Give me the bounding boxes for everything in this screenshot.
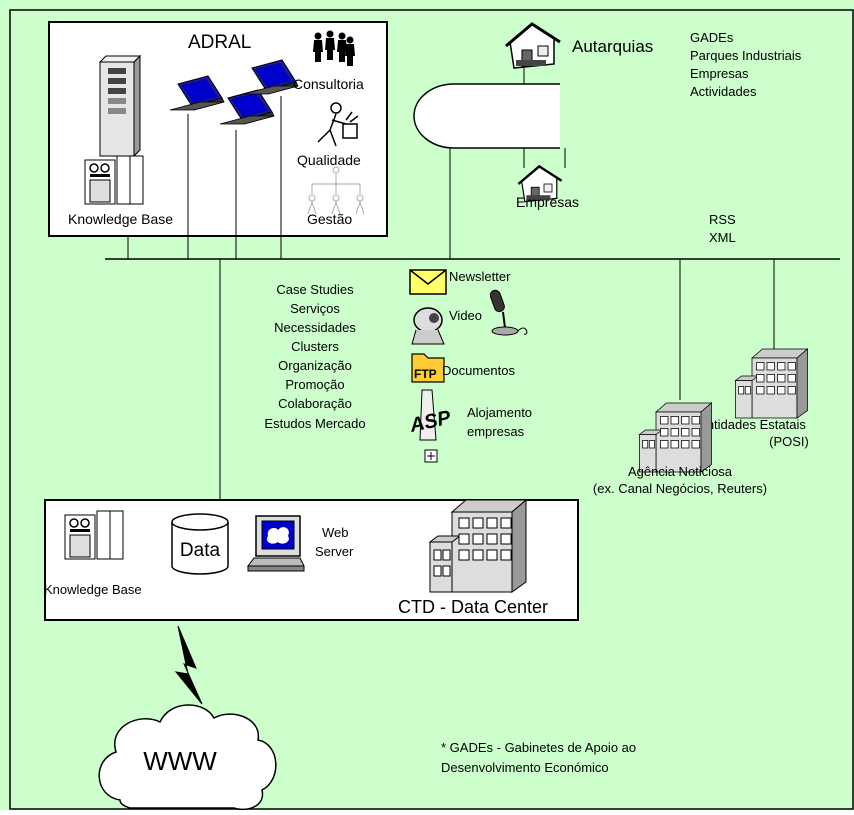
- agencia-label: Agência Noticiosa: [628, 464, 733, 479]
- gades-item: Parques Industriais: [690, 48, 802, 63]
- gades-item: Empresas: [690, 66, 749, 81]
- adral-knowledge-base-label: Knowledge Base: [68, 211, 173, 227]
- alojamento-label: empresas: [467, 424, 525, 439]
- datacenter-title: CTD - Data Center: [398, 597, 548, 617]
- empresas-label: Empresas: [516, 194, 579, 210]
- service-item: Clusters: [291, 339, 339, 354]
- lightning-bolt-icon: [174, 625, 203, 705]
- www-cloud-icon: [98, 704, 277, 811]
- server-tower-icon: [98, 54, 142, 158]
- entidades-label: Entidades Estatais: [698, 417, 806, 432]
- agencia-building-icon: [639, 402, 712, 473]
- footnote-line: * GADEs - Gabinetes de Apoio ao: [441, 740, 636, 755]
- service-item: Promoção: [285, 377, 344, 392]
- service-item: Serviços: [290, 301, 340, 316]
- newsletter-label: Newsletter: [449, 269, 511, 284]
- footnote-line: Desenvolvimento Económico: [441, 760, 609, 775]
- service-item: Case Studies: [276, 282, 354, 297]
- www-label: WWW: [143, 746, 217, 776]
- hub-mask: [560, 82, 572, 150]
- gestao-label: Gestão: [307, 211, 352, 227]
- autarquias-label: Autarquias: [572, 37, 653, 56]
- datacenter-knowledge-base-icon: [64, 510, 124, 560]
- ftp-badge: FTP: [414, 367, 437, 381]
- xml-label: XML: [709, 230, 736, 245]
- microphone-icon: [489, 289, 528, 336]
- agencia-label: (ex. Canal Negócios, Reuters): [593, 481, 767, 496]
- adral-title: ADRAL: [188, 32, 251, 53]
- services-list: Case Studies Serviços Necessidades Clust…: [264, 282, 365, 431]
- data-cylinder-icon: [171, 513, 229, 575]
- webcam-icon: [411, 307, 445, 345]
- ftp-folder-icon: FTP: [411, 353, 445, 383]
- entidades-label: (POSI): [769, 434, 809, 449]
- service-item: Estudos Mercado: [264, 416, 365, 431]
- newsletter-envelope-icon: [409, 269, 447, 295]
- video-label: Video: [449, 308, 482, 323]
- alojamento-label: Alojamento: [467, 405, 532, 420]
- datacenter-knowledge-base-label: Knowledge Base: [44, 582, 142, 597]
- consultoria-label: Consultoria: [293, 76, 364, 92]
- gades-item: GADEs: [690, 30, 734, 45]
- knowledge-base-icon: [84, 155, 144, 205]
- service-item: Colaboração: [278, 396, 352, 411]
- hub-connector-shape: [413, 83, 566, 149]
- web-server-icon: [247, 515, 305, 572]
- documentos-label: Documentos: [442, 363, 515, 378]
- diagram-frame: [9, 9, 854, 810]
- gestao-org-chart-icon: [307, 166, 365, 215]
- datacenter-building-icon: [429, 499, 527, 593]
- rss-label: RSS: [709, 212, 736, 227]
- data-label: Data: [180, 540, 221, 561]
- service-item: Organização: [278, 358, 352, 373]
- web-server-label: Server: [315, 544, 354, 559]
- entidades-building-icon: [735, 348, 808, 419]
- qualidade-label: Qualidade: [297, 152, 361, 168]
- service-item: Necessidades: [274, 320, 356, 335]
- gades-item: Actividades: [690, 84, 757, 99]
- web-server-label: Web: [322, 525, 349, 540]
- qualidade-icon: [317, 102, 359, 147]
